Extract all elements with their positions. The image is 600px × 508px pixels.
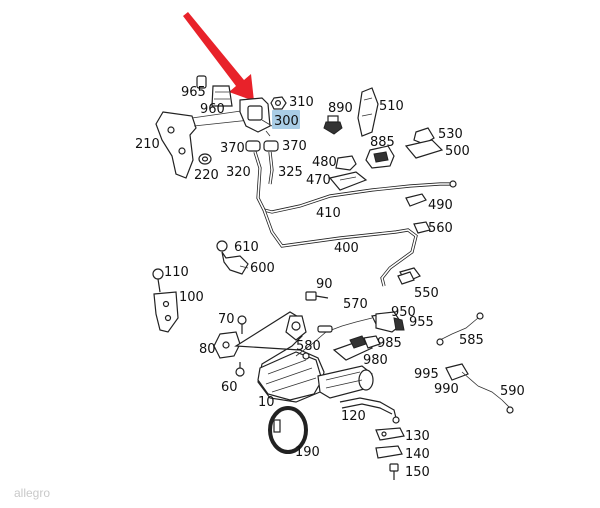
label-80: 80 <box>199 342 216 357</box>
label-300: 300 <box>274 114 299 129</box>
hanger-120 <box>339 397 400 424</box>
label-70: 70 <box>218 312 235 327</box>
label-585: 585 <box>459 333 484 348</box>
pipe-410 <box>263 180 457 214</box>
label-490: 490 <box>428 198 453 213</box>
clip-550 <box>397 271 415 285</box>
label-10: 10 <box>258 395 275 410</box>
label-995: 995 <box>414 367 439 382</box>
label-885: 885 <box>370 135 395 150</box>
clamp-190 <box>268 406 308 454</box>
mount-70-80-60 <box>213 315 247 377</box>
bracket-130 <box>375 427 405 441</box>
clip-530-500 <box>404 127 444 159</box>
label-400: 400 <box>334 241 359 256</box>
label-110: 110 <box>164 265 189 280</box>
label-100: 100 <box>179 290 204 305</box>
label-325: 325 <box>278 165 303 180</box>
bracket-950 <box>375 311 405 333</box>
label-960: 960 <box>200 102 225 117</box>
label-150: 150 <box>405 465 430 480</box>
bracket-980 <box>332 335 381 361</box>
clip-885 <box>365 145 395 169</box>
label-60: 60 <box>221 380 238 395</box>
label-480: 480 <box>312 155 337 170</box>
bracket-510 <box>357 87 379 137</box>
label-190: 190 <box>295 445 320 460</box>
clip-480 <box>335 155 357 171</box>
label-890: 890 <box>328 101 353 116</box>
label-320: 320 <box>226 165 251 180</box>
label-985: 985 <box>377 336 402 351</box>
exhaust-pipe <box>317 365 374 399</box>
label-140: 140 <box>405 447 430 462</box>
label-950: 950 <box>391 305 416 320</box>
label-470: 470 <box>306 173 331 188</box>
sensor-610-600 <box>216 240 249 275</box>
label-310: 310 <box>289 95 314 110</box>
label-600: 600 <box>250 261 275 276</box>
catalytic-converter-10 <box>234 311 325 403</box>
bracket-470 <box>328 171 368 191</box>
label-955: 955 <box>409 315 434 330</box>
clip-490 <box>405 193 427 207</box>
clip-560 <box>413 221 431 234</box>
label-90: 90 <box>316 277 333 292</box>
label-370a: 370 <box>220 141 245 156</box>
pointer-arrow <box>183 12 254 101</box>
module-990 <box>445 363 479 387</box>
valve-300 <box>239 97 273 137</box>
label-965: 965 <box>181 85 206 100</box>
nut-310 <box>270 96 287 110</box>
bracket-210 <box>155 109 251 179</box>
bracket-100 <box>152 268 179 333</box>
label-120: 120 <box>341 409 366 424</box>
bracket-140 <box>375 445 403 459</box>
label-580: 580 <box>296 339 321 354</box>
label-560: 560 <box>428 221 453 236</box>
label-410: 410 <box>316 206 341 221</box>
mount-965 <box>196 75 233 107</box>
label-370b: 370 <box>282 139 307 154</box>
label-550: 550 <box>414 286 439 301</box>
part-labels: 965 960 310 300 890 510 210 370 370 885 … <box>135 85 525 480</box>
label-610: 610 <box>234 240 259 255</box>
label-590: 590 <box>500 384 525 399</box>
highlight-box-300 <box>272 110 300 129</box>
hoses-320-325 <box>245 140 279 211</box>
label-220: 220 <box>194 168 219 183</box>
label-130: 130 <box>405 429 430 444</box>
sensor-590 <box>477 385 514 414</box>
label-500: 500 <box>445 144 470 159</box>
label-510: 510 <box>379 99 404 114</box>
sensor-585 <box>436 312 484 346</box>
label-990: 990 <box>434 382 459 397</box>
watermark: allegro <box>14 486 50 500</box>
label-980: 980 <box>363 353 388 368</box>
label-210: 210 <box>135 137 160 152</box>
bolt-90 <box>305 291 329 301</box>
bolt-150 <box>389 463 399 480</box>
nut-220 <box>198 153 212 165</box>
label-570: 570 <box>343 297 368 312</box>
clip-890 <box>323 115 343 135</box>
label-530: 530 <box>438 127 463 142</box>
